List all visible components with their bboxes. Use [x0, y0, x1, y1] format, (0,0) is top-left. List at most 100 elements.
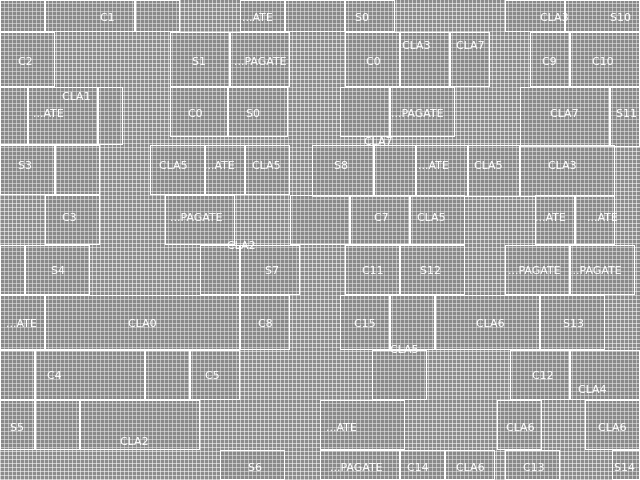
node-label-cla5-b: CLA5 [252, 159, 281, 172]
node-label-c7: C7 [374, 211, 389, 224]
diagram-box [0, 295, 45, 350]
node-label-s1: S1 [192, 55, 206, 68]
node-label-c4: C4 [47, 369, 62, 382]
node-label-s4: S4 [51, 264, 65, 277]
node-label-ate-h: ...ATE [326, 421, 357, 434]
node-label-c10: C10 [592, 55, 614, 68]
diagram-box [505, 245, 570, 295]
diagram-box [35, 350, 145, 400]
diagram-box [45, 195, 100, 245]
node-label-cla0: CLA0 [128, 317, 157, 330]
node-label-c0-b: C0 [188, 107, 203, 120]
diagram-box [390, 87, 455, 137]
diagram-box [0, 400, 35, 450]
diagram-box [0, 0, 45, 32]
node-label-pagate-a: ...PAGATE [234, 55, 287, 68]
node-label-pagate-e: ...PAGATE [569, 264, 622, 277]
diagram-box [290, 195, 350, 245]
diagram-box [228, 87, 288, 137]
node-label-ate-g: ...ATE [6, 317, 37, 330]
node-label-c12: C12 [532, 369, 554, 382]
diagram-box [505, 0, 565, 32]
node-label-c2: C2 [18, 55, 33, 68]
diagram-box [205, 145, 245, 195]
node-label-ate-d: ...ATE [418, 159, 449, 172]
node-label-s10: S10 [610, 11, 631, 24]
node-label-s3: S3 [18, 159, 32, 172]
diagram-box [400, 32, 450, 87]
diagram-box [0, 87, 28, 145]
node-label-ate-b: ...ATE [33, 107, 64, 120]
node-label-c15: C15 [354, 317, 376, 330]
diagram-box [45, 0, 135, 32]
node-label-cla1: CLA1 [62, 90, 91, 103]
diagram-box [200, 245, 240, 295]
diagram-box [0, 350, 35, 400]
diagram-box [165, 195, 235, 245]
diagram-box [240, 0, 285, 32]
node-label-c1: C1 [100, 11, 115, 24]
diagram-box [435, 295, 540, 350]
diagram-box [400, 245, 465, 295]
node-label-s6: S6 [248, 461, 262, 474]
diagram-box [170, 32, 230, 87]
node-label-s13: S13 [563, 317, 584, 330]
diagram-box [0, 245, 25, 295]
node-label-c14: C14 [407, 461, 429, 474]
node-label-s12: S12 [420, 264, 441, 277]
node-label-s5: S5 [10, 421, 24, 434]
node-label-ate-f: ...ATE [587, 211, 618, 224]
diagram-box [505, 450, 560, 480]
diagram-box [312, 145, 374, 197]
node-label-s11: S11 [616, 107, 637, 120]
diagram-box [150, 145, 205, 195]
diagram-box [240, 245, 300, 295]
node-label-cla7-b: CLA7 [550, 107, 579, 120]
diagram-box [497, 400, 542, 450]
diagram-box [55, 145, 100, 195]
diagram-box [510, 350, 570, 400]
diagram-box [468, 145, 520, 197]
node-label-cla7-a: CLA7 [456, 39, 485, 52]
diagram-box [80, 400, 200, 450]
diagram-box [345, 0, 395, 32]
node-label-cla3-a: CLA3 [540, 11, 569, 24]
diagram-box [400, 450, 445, 480]
diagram-box [570, 245, 635, 295]
node-label-c0-a: C0 [366, 55, 381, 68]
node-label-c5: C5 [205, 369, 220, 382]
node-label-cla2-a: CLA2 [227, 239, 256, 252]
node-label-s8: S8 [334, 159, 348, 172]
diagram-box [25, 245, 90, 295]
node-label-cla6-a: CLA6 [476, 317, 505, 330]
diagram-box [170, 87, 228, 137]
node-label-cla6-b: CLA6 [506, 421, 535, 434]
node-label-s0: S0 [355, 11, 369, 24]
diagram-box [45, 295, 240, 350]
node-label-s0-b: S0 [246, 107, 260, 120]
diagram-box [245, 145, 290, 195]
diagram-box [390, 295, 435, 350]
node-label-cla6-c: CLA6 [598, 421, 627, 434]
diagram-box [320, 400, 405, 450]
node-label-pagate-f: ...PAGATE [330, 461, 383, 474]
node-label-cla5-e: CLA5 [390, 343, 419, 356]
diagram-box [575, 195, 615, 245]
diagram-box [610, 87, 640, 147]
diagram-box [372, 350, 427, 400]
diagram-box [135, 0, 180, 32]
diagram-box [345, 245, 400, 295]
diagram-box [410, 195, 465, 245]
node-label-cla3-c: CLA3 [548, 159, 577, 172]
diagram-box [520, 145, 615, 197]
diagram-box [285, 0, 345, 32]
node-label-cla5-d: CLA5 [417, 211, 446, 224]
node-label-c8: C8 [258, 317, 273, 330]
diagram-box [374, 145, 416, 197]
diagram-box [0, 145, 55, 195]
diagram-box [340, 87, 390, 137]
node-label-pagate-c: ...PAGATE [170, 211, 223, 224]
node-label-cla5-a: CLA5 [159, 159, 188, 172]
node-label-ate-c: ...ATE [204, 159, 235, 172]
